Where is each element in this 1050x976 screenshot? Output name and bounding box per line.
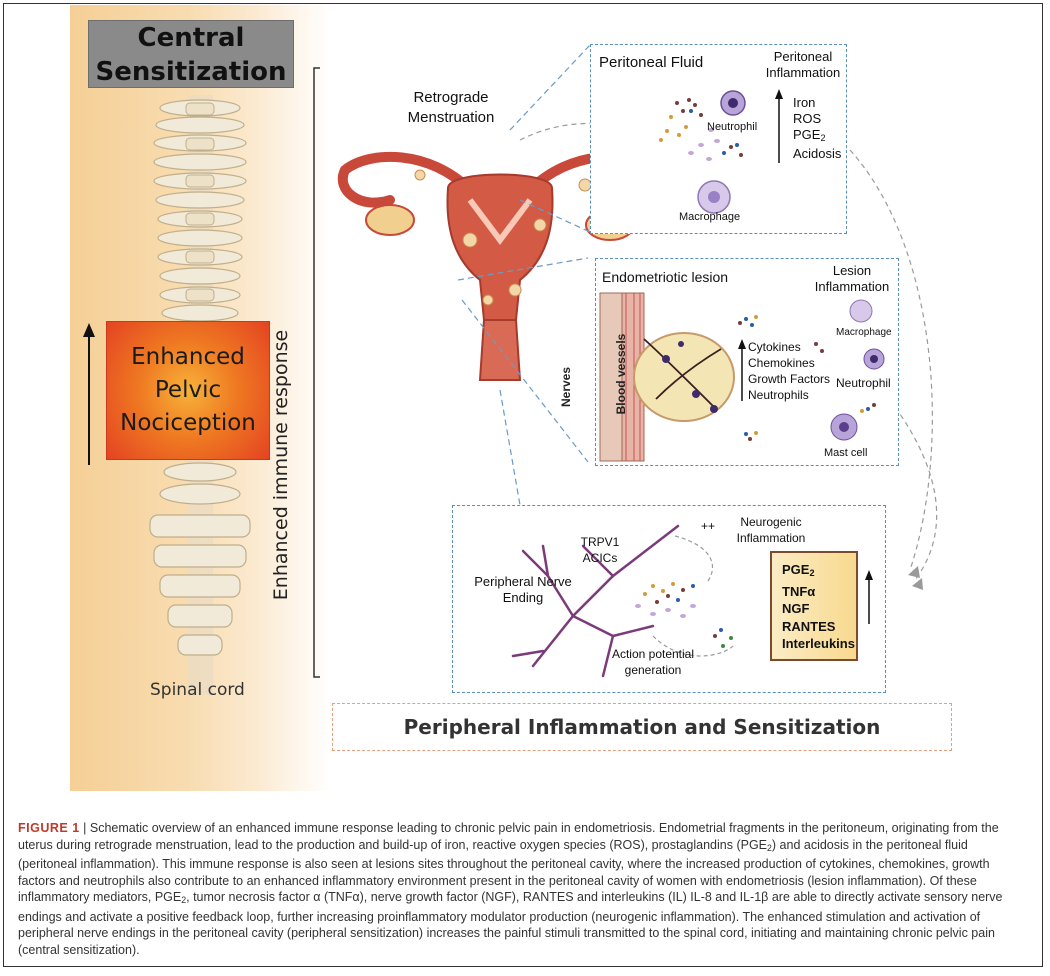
nerve-ending-line1: Peripheral Nerve (474, 574, 572, 589)
peritoneal-item-ros: ROS (793, 111, 822, 126)
plusplus-label: ++ (701, 519, 716, 533)
vertebrae-centers (185, 102, 215, 302)
retrograde-line2: Menstruation (407, 109, 495, 126)
nerves-label: Nerves (559, 366, 573, 408)
central-sensitization-box: Central Sensitization (88, 20, 294, 88)
lesion-item-cytokines: Cytokines (748, 340, 801, 354)
retrograde-label: Retrograde Menstruation (386, 88, 516, 128)
caption-text-1: Schematic overview of an enhanced immune… (18, 821, 999, 852)
caption-sub-1: 2 (767, 842, 772, 853)
spine-illustration (83, 95, 251, 695)
mast-cell-label: Mast cell (824, 447, 868, 459)
caption-label: FIGURE 1 (18, 821, 80, 835)
figure-caption: FIGURE 1 | Schematic overview of an enha… (18, 820, 1028, 958)
mediator-rantes: RANTES (782, 618, 836, 634)
immune-bracket (313, 67, 320, 678)
mediator-tnfa: TNFα (782, 583, 816, 599)
peritoneal-item-acidosis: Acidosis (793, 146, 842, 161)
lesion-item-neutrophils: Neutrophils (748, 388, 809, 402)
peripheral-title-box: Peripheral Inflammation and Sensitizatio… (332, 703, 952, 751)
neurogenic-line2: Inflammation (736, 531, 806, 545)
nerve-ending-line2: Ending (502, 590, 544, 605)
macrophage-label-2: Macrophage (836, 327, 892, 338)
peritoneal-fluid-title: Peritoneal Fluid (599, 54, 704, 71)
lesion-item-chemokines: Chemokines (748, 356, 815, 370)
enhanced-line1: Enhanced (131, 344, 245, 370)
caption-text-2: ) and acidosis in the peritoneal fluid (… (18, 837, 990, 905)
action-potential-label: Action potential generation (593, 646, 713, 678)
lesion-list: Cytokines Chemokines Growth Factors Neut… (748, 339, 830, 403)
trpv1-acics-label: TRPV1 ACICs (575, 534, 625, 566)
neutrophil-label-2: Neutrophil (836, 376, 891, 390)
retrograde-line1: Retrograde (413, 89, 489, 106)
peritoneal-inflammation-line2: Inflammation (765, 65, 841, 80)
nerve-ending-label: Peripheral Nerve Ending (467, 574, 579, 606)
nociception-arrowhead (83, 323, 95, 337)
peritoneal-item-iron: Iron (793, 95, 816, 110)
blood-vessels-label: Blood vessels (614, 333, 628, 415)
action-potential-line2: generation (624, 663, 682, 677)
endometriotic-lesion-panel: Endometriotic lesion Lesion Inflammation… (559, 258, 899, 466)
acics-label: ACICs (582, 551, 618, 565)
spinal-cord-label: Spinal cord (150, 680, 245, 700)
mediator-ngf: NGF (782, 601, 810, 616)
peritoneal-item-pge2: PGE2 (793, 127, 826, 143)
lesion-inflammation-line2: Inflammation (814, 279, 890, 294)
lesion-title: Endometriotic lesion (602, 269, 729, 285)
neurogenic-line1: Neurogenic (740, 515, 802, 529)
caption-text-3: , tumor necrosis factor α (TNFα), nerve … (18, 890, 1003, 957)
peritoneal-fluid-panel: Peritoneal Fluid Peritoneal Inflammation… (590, 44, 847, 234)
neutrophil-label-1: Neutrophil (707, 121, 758, 133)
central-title-line2: Sensitization (95, 57, 287, 87)
peritoneal-inflammation-label: Peritoneal Inflammation (763, 49, 843, 81)
neurogenic-label: Neurogenic Inflammation (721, 514, 821, 546)
caption-separator: | (79, 821, 90, 835)
vertebrae-lower (149, 462, 251, 656)
peritoneal-cells (659, 89, 783, 214)
enhanced-line3: Nociception (120, 410, 256, 436)
peripheral-title: Peripheral Inflammation and Sensitizatio… (403, 715, 881, 739)
caption-sub-2: 2 (181, 895, 187, 905)
action-potential-line1: Action potential (611, 647, 695, 661)
mediator-pge2: PGE2 (782, 562, 815, 578)
enhanced-pelvic-nociception-box: Enhanced Pelvic Nociception (106, 321, 270, 460)
nerve-illustration (511, 524, 873, 678)
macrophage-label-1: Macrophage (679, 211, 741, 223)
enhanced-line2: Pelvic (154, 377, 222, 403)
trpv1-label: TRPV1 (580, 535, 620, 549)
central-title-line1: Central (137, 23, 245, 53)
lesion-inflammation-label: Lesion Inflammation (806, 263, 898, 295)
lesion-item-growth-factors: Growth Factors (748, 372, 831, 386)
mediator-interleukins: Interleukins (782, 636, 855, 651)
figure-frame (3, 3, 1043, 967)
mediators-box: PGE2 TNFα NGF RANTES Interleukins (770, 551, 858, 661)
lesion-inflammation-line1: Lesion (832, 263, 872, 278)
lesion-illustration (599, 292, 885, 462)
peritoneal-list: Iron ROS PGE2 Acidosis (793, 95, 841, 162)
peritoneal-inflammation-line1: Peritoneal (773, 49, 833, 64)
